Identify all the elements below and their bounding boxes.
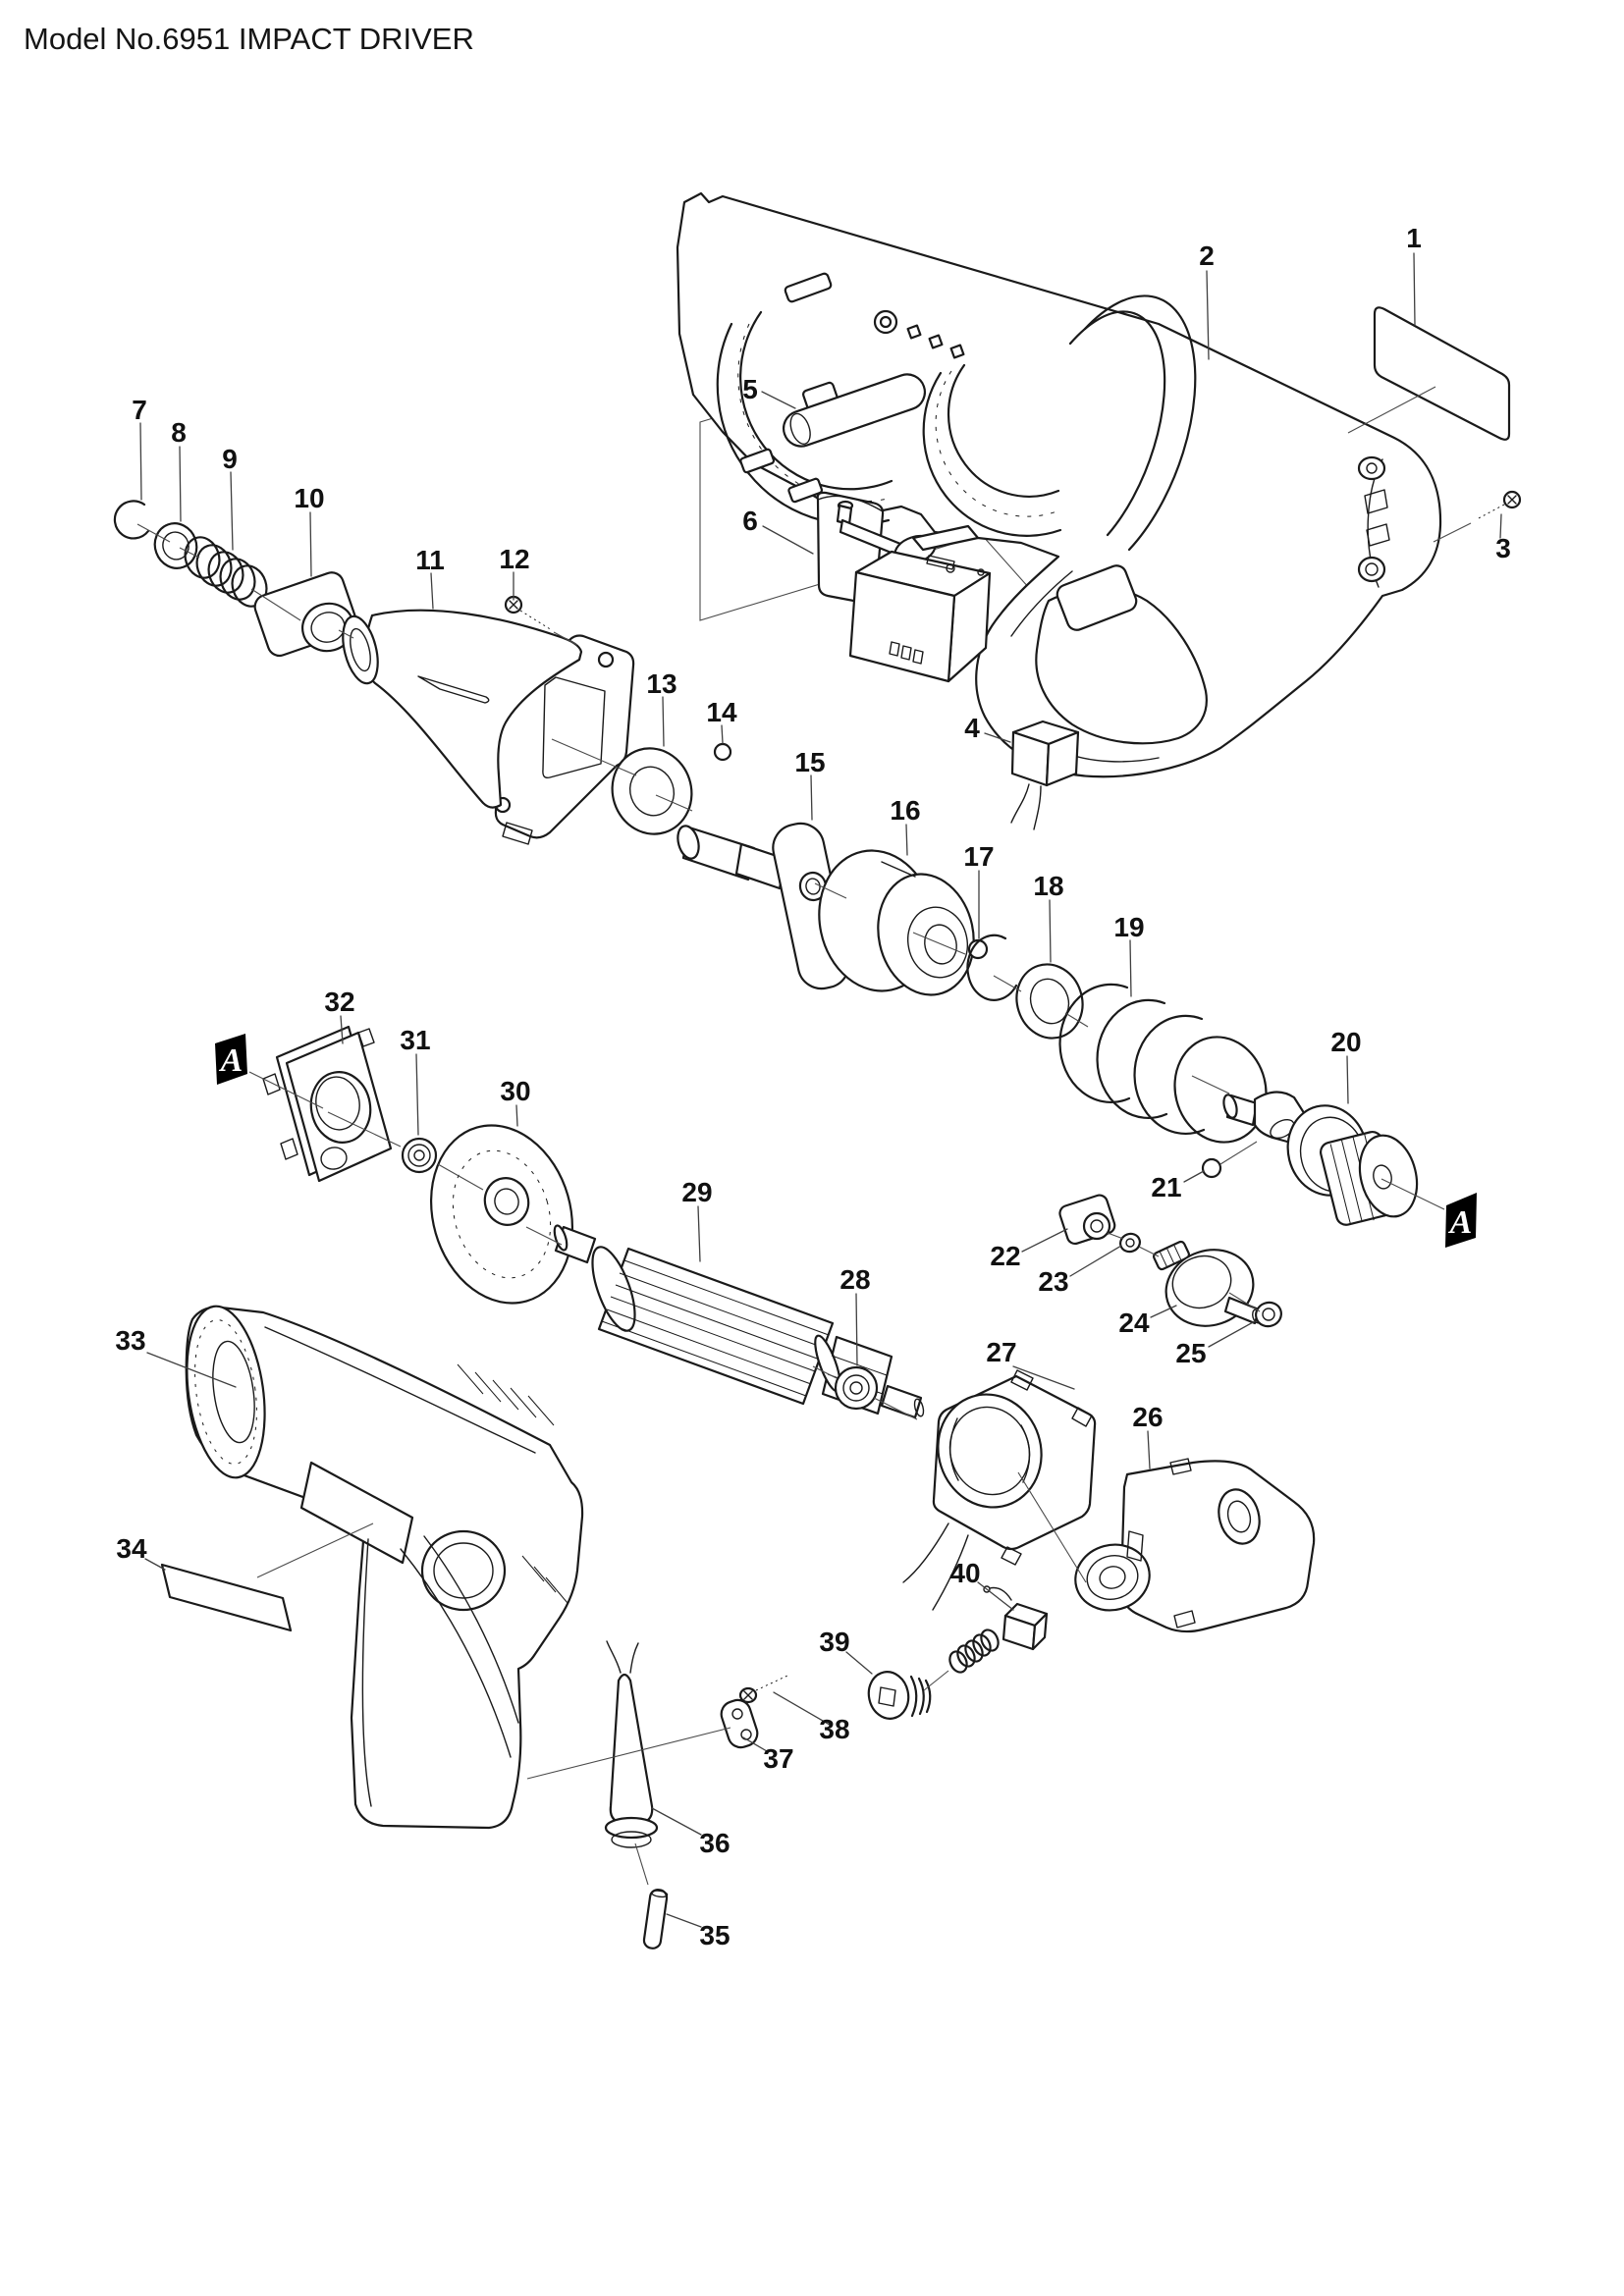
part-1-name-plate-drawing [1347,306,1511,441]
callout-9: 9 [222,444,238,474]
callout-1: 1 [1406,223,1422,253]
callout-13: 13 [646,668,677,699]
part-26-end-bracket-drawing [1074,1458,1316,1633]
part-17-ball-and-ring-drawing [966,934,1018,1001]
callout-33: 33 [115,1325,145,1356]
callout-29: 29 [681,1177,712,1207]
leader-lines [136,252,1502,1928]
part-14-steel-ball-drawing [713,742,732,762]
view-marker-a-right: A [1445,1193,1477,1248]
callout-30: 30 [500,1076,530,1106]
part-25-ring-drawing [1255,1301,1282,1328]
part-34-name-plate-drawing [160,1522,374,1632]
part-20-spindle-drawing [1222,1091,1419,1226]
callout-6: 6 [742,506,758,536]
callout-10: 10 [294,483,324,513]
callout-19: 19 [1113,912,1144,942]
part-13-ring-drawing [611,747,693,835]
part-6-switch-drawing [816,491,992,683]
part-31-ball-bearing-drawing [401,1137,438,1174]
part-19-spring-drawing [1058,983,1268,1144]
callout-5: 5 [742,374,758,404]
callout-16: 16 [890,795,920,826]
callout-31: 31 [400,1025,430,1055]
part-30-fan-drawing [429,1124,574,1305]
part-28-ball-bearing-drawing [834,1365,879,1411]
part-24-bevel-gear-drawing [1153,1240,1262,1327]
callout-4: 4 [964,713,980,743]
callout-3: 3 [1495,533,1511,563]
part-40-carbon-brush-drawing [948,1585,1049,1674]
callout-2: 2 [1199,240,1215,271]
callout-28: 28 [839,1264,870,1295]
callout-23: 23 [1038,1266,1068,1297]
part-5-slide-button-drawing [783,373,926,448]
callout-36: 36 [699,1828,730,1858]
part-33-motor-housing-drawing [185,1305,584,1830]
callout-21: 21 [1151,1172,1181,1202]
callout-27: 27 [986,1337,1016,1367]
part-22-sleeve-drawing [1058,1194,1116,1246]
part-36-cord-guard-drawing [604,1640,659,1848]
callout-32: 32 [324,987,354,1017]
callout-35: 35 [699,1920,730,1950]
callout-18: 18 [1033,871,1063,901]
part-9-spring-drawing [184,536,268,608]
callout-25: 25 [1175,1338,1206,1368]
part-16-hammer-drawing [818,849,975,996]
callout-22: 22 [990,1241,1020,1271]
part-21-steel-ball-drawing [1201,1157,1222,1179]
part-38-screw-drawing [738,1675,788,1704]
view-marker-a-right-label: A [1448,1204,1473,1241]
callout-8: 8 [171,417,187,448]
callout-20: 20 [1330,1027,1361,1057]
part-3-screw-drawing [1433,490,1522,543]
callout-17: 17 [963,841,994,872]
part-11-hammer-case-drawing [342,609,635,845]
part-7-snap-ring-drawing [113,500,150,540]
callout-labels: 1 2 3 4 5 6 7 8 9 10 11 12 13 14 15 16 1… [115,223,1510,1950]
part-8-flat-washer-drawing [153,522,198,569]
callout-37: 37 [763,1743,793,1774]
callout-40: 40 [949,1558,980,1588]
part-27-field-drawing [902,1369,1097,1611]
part-18-ring-drawing [1015,963,1084,1040]
callout-7: 7 [132,395,147,425]
callout-15: 15 [794,747,825,777]
part-37-cord-clamp-drawing [720,1698,759,1749]
view-marker-a-left-label: A [219,1042,244,1079]
callout-34: 34 [116,1533,147,1564]
callout-39: 39 [819,1627,849,1657]
view-marker-a-left: A [215,1034,247,1085]
callout-14: 14 [706,697,737,727]
page-title: Model No.6951 IMPACT DRIVER [24,22,474,56]
part-23-washer-drawing [1119,1232,1141,1254]
part-35-tube-drawing [642,1888,669,1949]
part-4-block-drawing [1010,720,1080,830]
part-2-housing-half-drawing [676,191,1442,778]
part-39-brush-holder-cap-drawing [867,1671,932,1720]
part-10-bushing-drawing [253,571,357,658]
callout-26: 26 [1132,1402,1163,1432]
part-32-bearing-retainer-drawing [262,1025,393,1183]
callout-24: 24 [1118,1308,1150,1338]
callout-11: 11 [415,545,445,575]
callout-12: 12 [499,544,529,574]
callout-38: 38 [819,1714,849,1744]
